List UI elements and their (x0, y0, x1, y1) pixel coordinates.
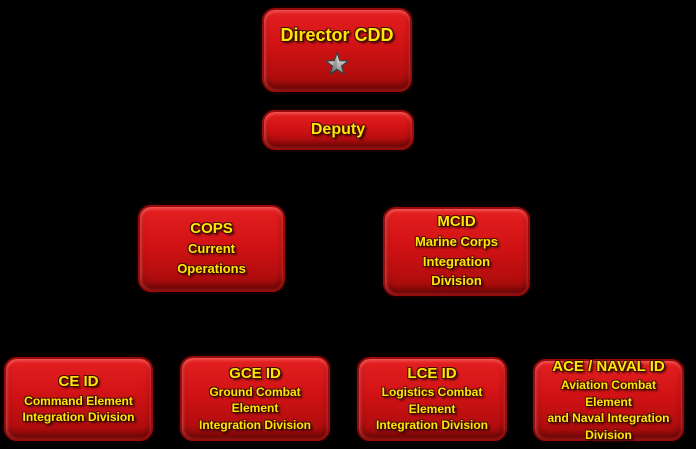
node-title: CE ID (58, 373, 99, 391)
one-star-rank-icon (325, 51, 349, 75)
node-subtitle-line: Current (188, 241, 235, 257)
node-subtitle-line: Integration Division (198, 417, 311, 432)
node-subtitle-line: Logistics Combat Element (381, 385, 483, 416)
node-subtitle-line: Division (431, 273, 482, 289)
node-title: Director CDD (280, 25, 394, 46)
org-node-ace-naval-id: ACE / NAVAL ID Aviation Combat Element a… (533, 357, 684, 442)
node-title: LCE ID (407, 365, 457, 383)
node-subtitle-line: Division (585, 427, 632, 442)
node-title: GCE ID (229, 364, 281, 382)
node-subtitle-line: Operations (177, 260, 246, 276)
node-subtitle-line: Integration Division (375, 418, 488, 433)
org-node-gce-id: GCE ID Ground Combat Element Integration… (180, 356, 330, 441)
node-title: ACE / NAVAL ID (552, 357, 665, 375)
org-node-director-cdd: Director CDD (262, 8, 412, 92)
node-subtitle-line: Command Element (24, 393, 133, 408)
node-subtitle-line: Integration Division (22, 410, 135, 425)
node-subtitle-line: Integration (422, 253, 491, 269)
org-node-deputy: Deputy (262, 110, 414, 150)
node-title: MCID (437, 213, 476, 231)
org-node-mcid: MCID Marine Corps Integration Division (383, 207, 530, 296)
node-subtitle-line: Marine Corps (414, 234, 499, 250)
node-title: COPS (190, 219, 233, 237)
node-subtitle-line: Ground Combat Element (209, 384, 301, 416)
org-node-cops: COPS Current Operations (138, 205, 285, 292)
org-node-lce-id: LCE ID Logistics Combat Element Integrat… (357, 357, 507, 441)
node-subtitle-line: and Naval Integration (547, 411, 670, 426)
node-subtitle-line: Aviation Combat Element (561, 378, 656, 409)
org-node-ce-id: CE ID Command Element Integration Divisi… (4, 357, 153, 441)
node-title: Deputy (310, 121, 366, 139)
